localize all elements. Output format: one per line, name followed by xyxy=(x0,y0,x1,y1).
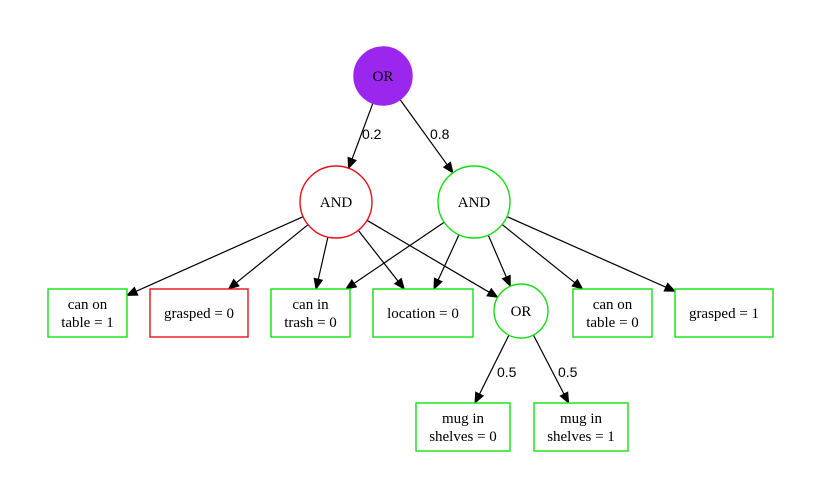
node-shape-circle xyxy=(299,165,373,239)
edge-and_right-to-can_on_table_0 xyxy=(501,224,576,284)
arrowhead-root_or-to-and_right xyxy=(442,161,454,174)
edge-and_right-to-can_in_trash_0 xyxy=(353,221,445,284)
edge-and_left-to-grasped_0 xyxy=(236,224,309,284)
node-label: shelves = 0 xyxy=(429,429,497,445)
node-or-mid: OR xyxy=(493,283,549,339)
node-label: mug in xyxy=(560,411,603,427)
node-can-on-table-0: can on table = 0 xyxy=(572,288,653,338)
edge-and_left-to-can_in_trash_0 xyxy=(317,236,329,280)
node-shape-circle xyxy=(353,46,413,106)
edges-layer: 0.2 0.8 0.5 0.5 xyxy=(125,99,677,405)
arrowhead-and_left-to-location_0 xyxy=(393,277,406,291)
arrowhead-and_right-to-can_on_table_0 xyxy=(571,278,584,290)
arrowhead-root_or-to-and_left xyxy=(347,156,357,170)
node-shape-box xyxy=(47,288,128,338)
edge-and_left-to-location_0 xyxy=(357,229,399,282)
node-label: can on xyxy=(593,297,633,313)
node-shape-box xyxy=(674,288,774,338)
node-label: location = 0 xyxy=(387,306,459,322)
arrowhead-or_mid-to-mug_in_shelves_0 xyxy=(474,391,485,405)
node-shape-box xyxy=(572,288,653,338)
node-shape-box xyxy=(149,288,249,338)
arrowhead-and_left-to-can_on_table_1 xyxy=(125,286,139,296)
arrowhead-and_left-to-grasped_0 xyxy=(227,278,240,290)
edge-or_mid-to-mug_in_shelves_1 xyxy=(532,334,565,395)
node-label: shelves = 1 xyxy=(547,429,615,445)
node-grasped-1: grasped = 1 xyxy=(674,288,774,338)
arrowhead-and_right-to-location_0 xyxy=(433,277,443,291)
node-label: table = 1 xyxy=(61,315,114,331)
node-mug-in-shelves-0: mug in shelves = 0 xyxy=(415,402,511,452)
node-label: AND xyxy=(458,195,491,211)
node-label: can on xyxy=(68,297,108,313)
arrowhead-and_right-to-or_mid xyxy=(501,274,511,288)
node-label: table = 0 xyxy=(586,315,639,331)
arrowhead-and_left-to-or_mid xyxy=(486,287,499,298)
node-location-0: location = 0 xyxy=(372,288,474,338)
node-label: grasped = 1 xyxy=(689,306,759,322)
node-label: trash = 0 xyxy=(284,315,337,331)
edge-label: 0.5 xyxy=(497,364,517,380)
arrowhead-or_mid-to-mug_in_shelves_1 xyxy=(559,391,570,405)
edge-and_left-to-can_on_table_1 xyxy=(135,216,304,292)
node-and-right: AND xyxy=(437,165,511,239)
node-label: mug in xyxy=(442,411,485,427)
arrowhead-and_right-to-can_in_trash_0 xyxy=(344,278,358,290)
node-shape-box xyxy=(533,402,629,452)
edge-and_left-to-or_mid xyxy=(366,219,490,293)
node-shape-box xyxy=(270,288,351,338)
edge-label: 0.8 xyxy=(430,126,450,142)
node-label: OR xyxy=(373,69,394,85)
node-grasped-0: grasped = 0 xyxy=(149,288,249,338)
node-can-in-trash-0: can in trash = 0 xyxy=(270,288,351,338)
edge-and_right-to-or_mid xyxy=(487,234,507,278)
edge-and_right-to-location_0 xyxy=(437,234,460,281)
node-shape-circle xyxy=(437,165,511,239)
node-shape-circle xyxy=(493,283,549,339)
node-shape-box xyxy=(372,288,474,338)
node-mug-in-shelves-1: mug in shelves = 1 xyxy=(533,402,629,452)
edge-label: 0.2 xyxy=(362,126,382,142)
arrowhead-and_left-to-can_in_trash_0 xyxy=(313,277,324,291)
edge-or_mid-to-mug_in_shelves_0 xyxy=(478,334,510,395)
node-shape-box xyxy=(415,402,511,452)
arrowhead-and_right-to-grasped_1 xyxy=(663,282,677,292)
edge-root_or-to-and_left xyxy=(351,102,374,160)
node-can-on-table-1: can on table = 1 xyxy=(47,288,128,338)
node-label: OR xyxy=(511,304,532,320)
edge-and_right-to-grasped_1 xyxy=(506,216,667,288)
node-label: can in xyxy=(292,297,329,313)
nodes-layer: OR AND AND OR can on table = 1 grasped = 0 can … xyxy=(47,46,774,452)
edge-label: 0.5 xyxy=(558,364,578,380)
node-label: AND xyxy=(320,195,353,211)
node-root-or: OR xyxy=(353,46,413,106)
node-label: grasped = 0 xyxy=(164,306,234,322)
node-and-left: AND xyxy=(299,165,373,239)
edge-root_or-to-and_right xyxy=(399,99,448,166)
